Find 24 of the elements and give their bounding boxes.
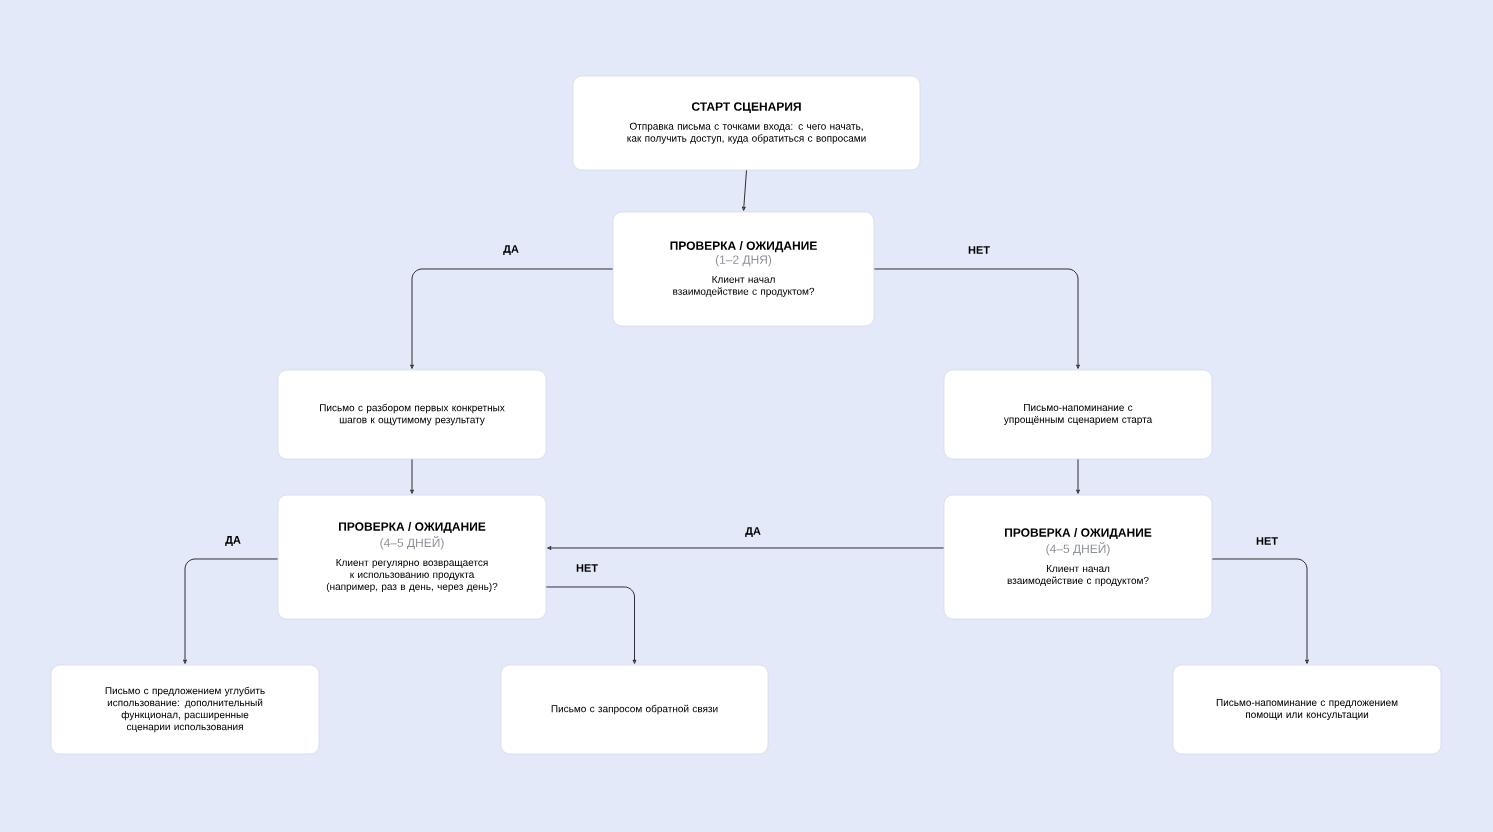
message-box: Письмо-напоминание с предложением помощи или консультации: [1172, 664, 1442, 755]
edge-label: НЕТ: [1254, 535, 1280, 547]
arrow: [873, 268, 1080, 369]
message-box: Письмо с разбором первых конкретных шагов к ощутимому результату: [277, 369, 547, 460]
message-box: Письмо с предложением углубить использование: дополнительный функционал, расширенные сценарии использования: [50, 664, 320, 755]
decision-box: ПРОВЕРКА / ОЖИДАНИЕ (1–2 ДНЯ) Клиент начал взаимодействие с продуктом?: [612, 211, 875, 327]
arrow: [183, 558, 279, 664]
arrow: [1076, 458, 1080, 494]
decision-box: ПРОВЕРКА / ОЖИДАНИЕ (4–5 ДНЕЙ) Клиент начал взаимодействие с продуктом?: [943, 494, 1213, 620]
edge-label: ДА: [501, 243, 521, 257]
message-box: Письмо-напоминание с упрощённым сценарием старта: [943, 369, 1213, 460]
arrow: [741, 169, 747, 211]
arrow: [1211, 558, 1309, 664]
edge-label: НЕТ: [966, 244, 992, 256]
edge-label: ДА: [223, 534, 243, 548]
message-box: Письмо с запросом обратной связи: [500, 664, 769, 755]
arrow: [547, 546, 945, 550]
arrow: [410, 268, 614, 369]
arrow: [410, 458, 414, 494]
arrow: [545, 586, 637, 664]
start-box: СТАРТ СЦЕНАРИЯ Отправка письма с точками входа: с чего начать, как получить доступ, куда обратиться с вопросами: [572, 75, 921, 171]
edge-label: ДА: [743, 525, 763, 539]
decision-box: ПРОВЕРКА / ОЖИДАНИЕ (4–5 ДНЕЙ) Клиент регулярно возвращается к использованию продукта (например, раз в день, через день)?: [277, 494, 547, 620]
edge-label: НЕТ: [574, 562, 600, 574]
